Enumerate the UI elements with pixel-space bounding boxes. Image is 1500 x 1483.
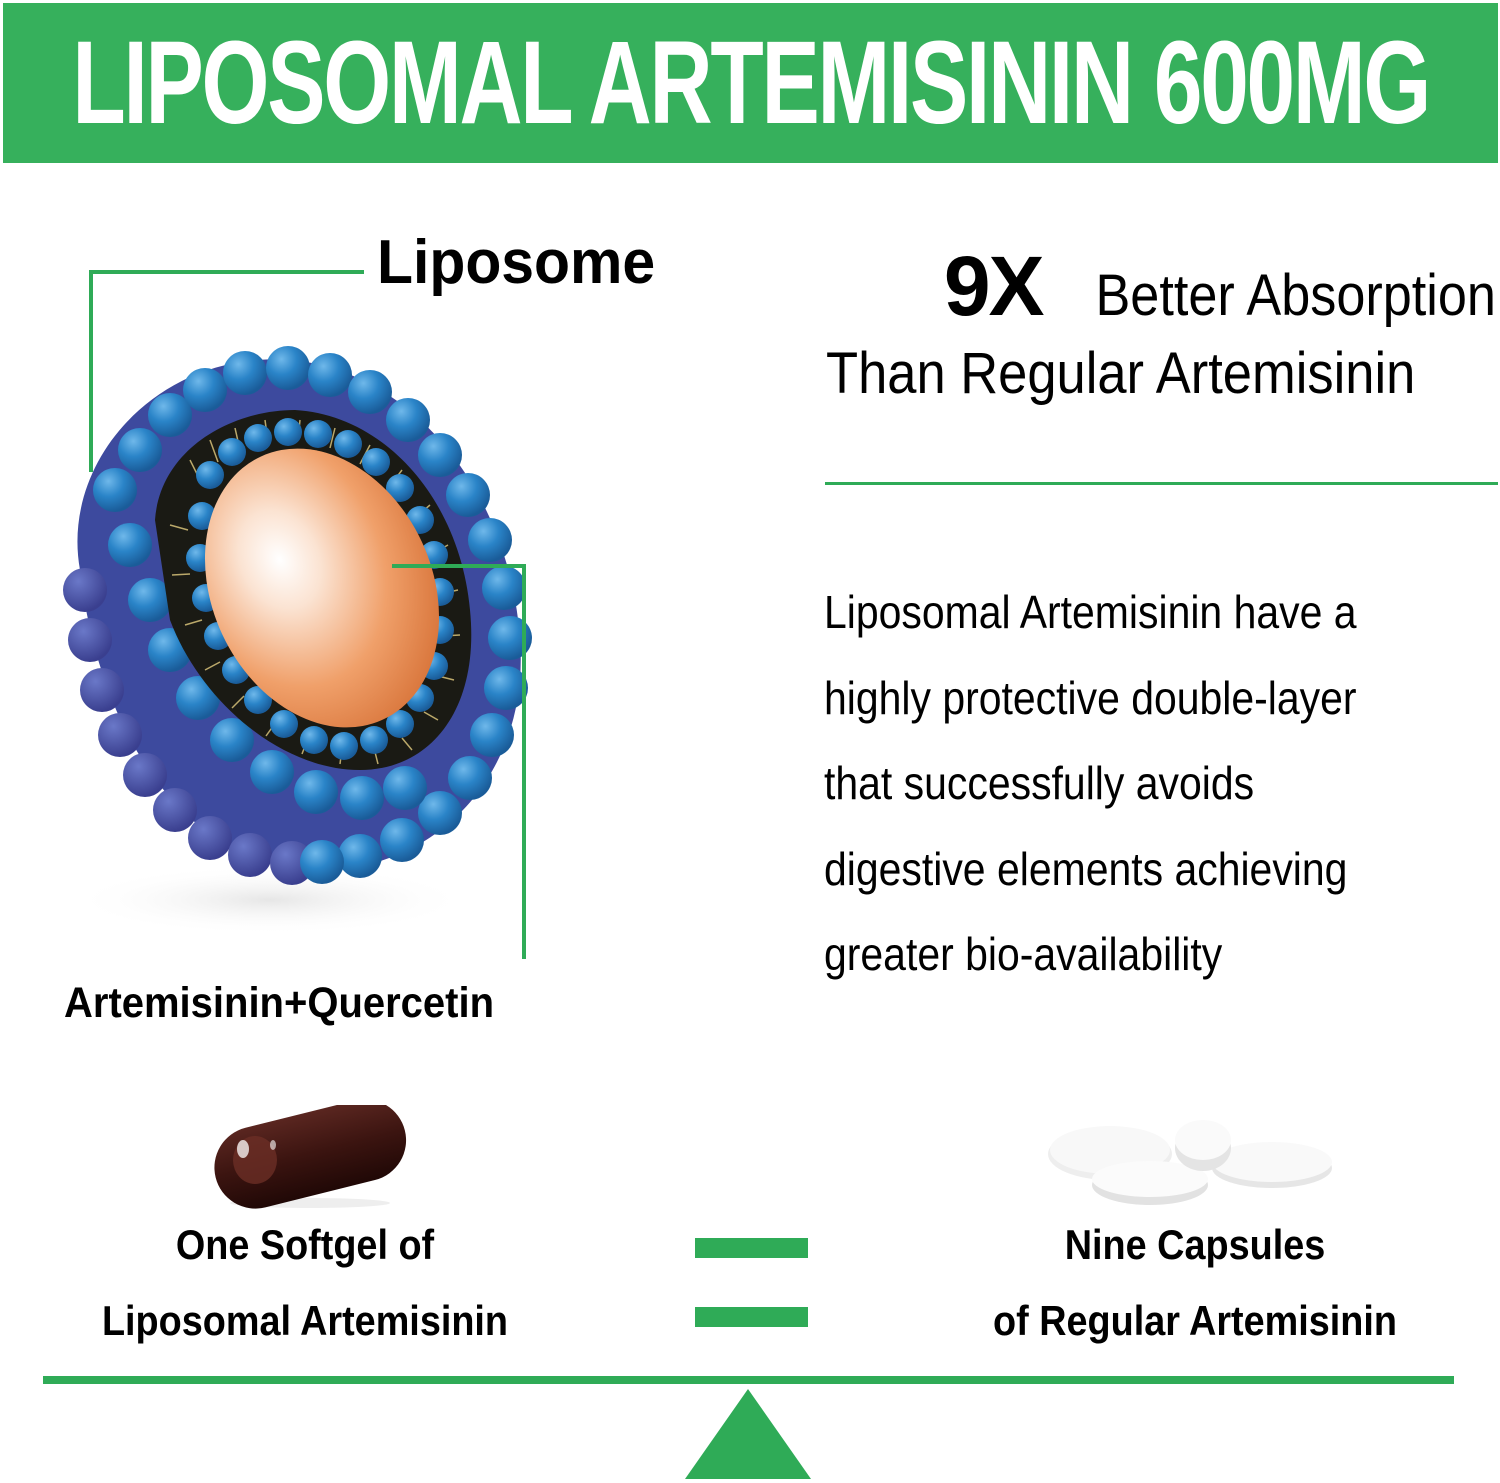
title-banner: LIPOSOMAL ARTEMISININ 600MG [3, 3, 1498, 163]
white-tablets-icon [1048, 1120, 1332, 1205]
regular-capsules-caption: Nine Capsules of Regular Artemisinin [957, 1207, 1434, 1359]
left-caption-line-2: Liposomal Artemisinin [101, 1297, 509, 1344]
description-line: highly protective double-layer [824, 671, 1357, 724]
right-caption-line-1: Nine Capsules [1064, 1221, 1326, 1268]
absorption-headline: 9X Better Absorption [820, 244, 1496, 328]
description-line: Liposomal Artemisinin have a [824, 586, 1357, 638]
core-leader-line-vertical [522, 564, 526, 959]
core-ingredients-label: Artemisinin+Quercetin [64, 979, 495, 1027]
banner-title: LIPOSOMAL ARTEMISININ 600MG [72, 17, 1431, 149]
liposome-leader-line-horizontal [89, 270, 364, 274]
equals-sign-top-bar [695, 1238, 808, 1258]
liposome-label: Liposome [377, 228, 656, 297]
balance-scale-beam [43, 1376, 1454, 1384]
softgel-capsule-icon [214, 1105, 407, 1209]
section-divider [825, 482, 1498, 485]
description-paragraph: Liposomal Artemisinin have a highly prot… [824, 570, 1500, 998]
description-line: digestive elements achieving [824, 842, 1348, 895]
liposome-leader-line-vertical [89, 270, 93, 472]
liposome-illustration-icon [63, 346, 532, 935]
liposomal-softgel-caption: One Softgel of Liposomal Artemisinin [67, 1207, 544, 1359]
core-leader-line-horizontal [392, 564, 526, 568]
absorption-subheadline: Than Regular Artemisinin [826, 341, 1416, 406]
right-caption-line-2: of Regular Artemisinin [993, 1297, 1397, 1344]
absorption-multiplier: 9X [943, 239, 1045, 333]
absorption-headline-text: Better Absorption [1095, 263, 1496, 328]
balance-scale-fulcrum-icon [685, 1389, 811, 1479]
description-line: that successfully avoids [824, 757, 1255, 809]
left-caption-line-1: One Softgel of [175, 1221, 435, 1268]
equals-sign-bottom-bar [695, 1307, 808, 1327]
description-line: greater bio-availability [824, 928, 1223, 980]
